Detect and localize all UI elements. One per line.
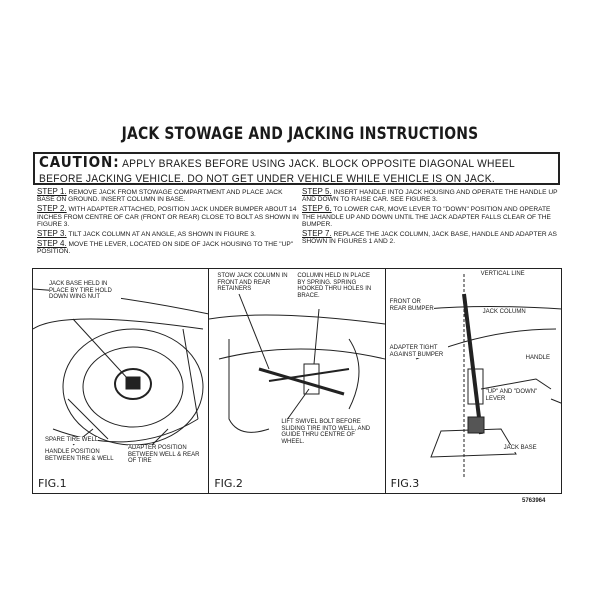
step: STEP 3. TILT JACK COLUMN AT AN ANGLE, AS… [37,229,299,239]
step-text: REPLACE THE JACK COLUMN, JACK BASE, HAND… [302,231,557,246]
step: STEP 2. WITH ADAPTER ATTACHED, POSITION … [37,205,299,228]
fig3-label: FRONT OR REAR BUMPER [389,299,434,312]
step: STEP 7. REPLACE THE JACK COLUMN, JACK BA… [302,229,562,246]
step-text: WITH ADAPTER ATTACHED, POSITION JACK UND… [37,206,299,228]
fig3-label: JACK BASE [503,445,537,452]
spare-tire-illustration [33,288,209,450]
step-text: MOVE THE LEVER, LOCATED ON SIDE OF JACK … [37,241,294,256]
fig2-label: LIFT SWIVEL BOLT BEFORE SLIDING TIRE INT… [281,419,380,445]
step-text: INSERT HANDLE INTO JACK HOUSING AND OPER… [302,189,558,204]
fig3-label: HANDLE [525,355,550,362]
step-label: STEP 2. [37,204,67,214]
figure-number: FIG.3 [390,477,420,490]
step-label: STEP 5. [302,187,332,196]
fig3-label: JACK COLUMN [482,309,526,316]
figure-2: STOW JACK COLUMN IN FRONT AND REAR RETAI… [209,269,386,493]
caution-label: CAUTION: [39,153,120,171]
step-text: TILT JACK COLUMN AT AN ANGLE, AS SHOWN I… [68,231,256,239]
jacking-illustration [415,274,562,479]
fig1-label: JACK BASE HELD IN PLACE BY TIRE HOLD DOW… [49,281,121,301]
fig3-label: VERTICAL LINE [480,271,525,278]
step: STEP 5. INSERT HANDLE INTO JACK HOUSING … [302,187,562,204]
step-label: STEP 6. [302,204,332,214]
fig2-label: STOW JACK COLUMN IN FRONT AND REAR RETAI… [217,273,292,293]
fig2-label: COLUMN HELD IN PLACE BY SPRING. SPRING H… [297,273,380,299]
figure-number: FIG.1 [38,477,67,490]
caution-box: CAUTION: APPLY BRAKES BEFORE USING JACK.… [33,152,560,185]
step-text: REMOVE JACK FROM STOWAGE COMPARTMENT AND… [37,189,283,204]
fig1-label: ADAPTER POSITION BETWEEN WELL & REAR OF … [128,445,204,465]
step-label: STEP 7. [302,229,332,239]
steps-left: STEP 1. REMOVE JACK FROM STOWAGE COMPART… [37,188,299,258]
jack-stowage-illustration [209,293,386,433]
figure-number: FIG.2 [214,477,243,490]
caution-text: APPLY BRAKES BEFORE USING JACK. BLOCK OP… [39,158,515,185]
part-number: 5763964 [522,498,546,504]
page-title: JACK STOWAGE AND JACKING INSTRUCTIONS [121,124,479,144]
caution-content: CAUTION: APPLY BRAKES BEFORE USING JACK.… [39,155,557,186]
step: STEP 4. MOVE THE LEVER, LOCATED ON SIDE … [37,239,299,256]
step: STEP 6. TO LOWER CAR, MOVE LEVER TO "DOW… [302,205,562,228]
step-label: STEP 1. [37,187,67,196]
steps-right: STEP 5. INSERT HANDLE INTO JACK HOUSING … [302,188,562,247]
step-label: STEP 3. [37,229,67,239]
figures-panel: JACK BASE HELD IN PLACE BY TIRE HOLD DOW… [32,268,562,494]
step: STEP 1. REMOVE JACK FROM STOWAGE COMPART… [37,187,299,204]
fig3-label: ADAPTER TIGHT AGAINST BUMPER [389,345,448,358]
step-text: TO LOWER CAR, MOVE LEVER TO "DOWN" POSIT… [302,206,551,228]
step-label: STEP 4. [37,239,67,249]
figure-3: VERTICAL LINE FRONT OR REAR BUMPER JACK … [386,269,562,493]
fig1-label: HANDLE POSITION BETWEEN TIRE & WELL [45,449,119,462]
fig1-label: SPARE TIRE WELL [45,437,99,444]
fig3-label: "UP" AND "DOWN" LEVER [485,389,544,402]
figure-1: JACK BASE HELD IN PLACE BY TIRE HOLD DOW… [33,269,210,493]
